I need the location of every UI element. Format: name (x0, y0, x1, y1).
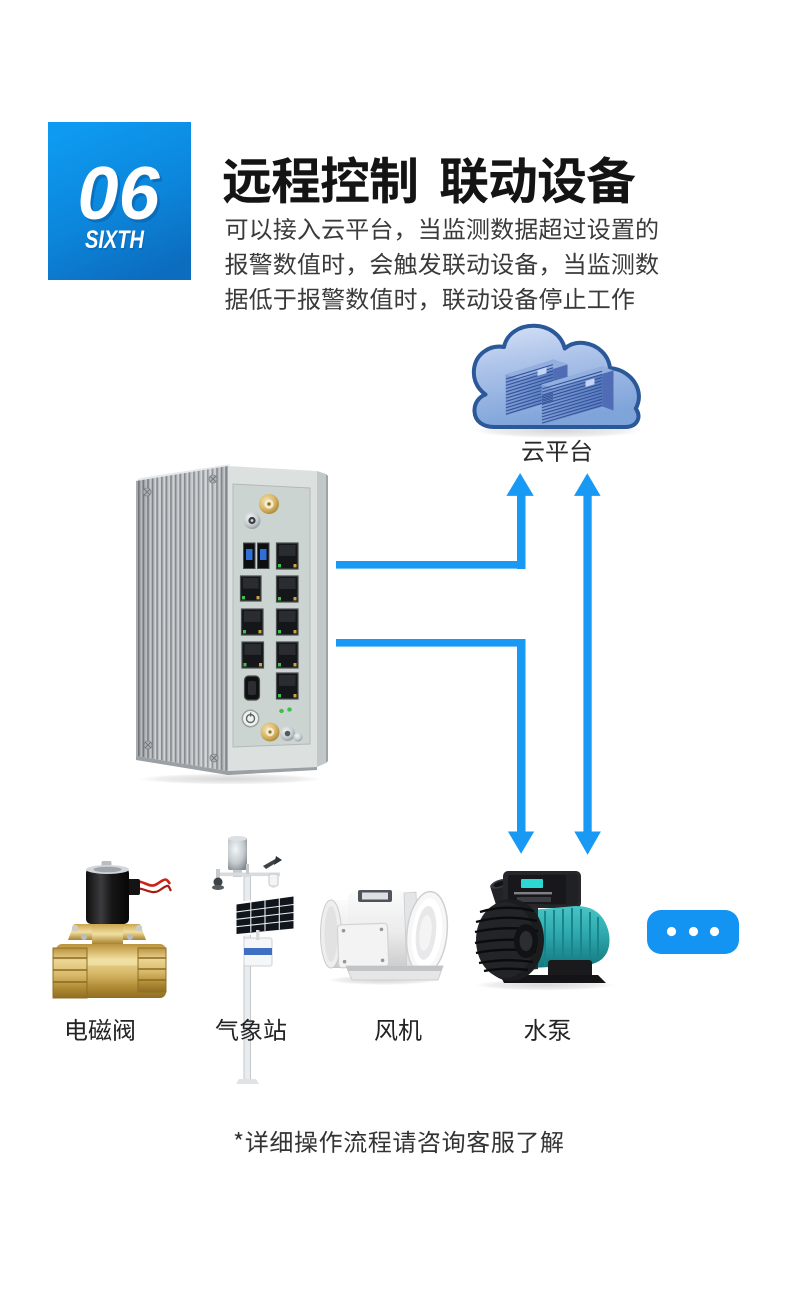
svg-text:SIXTH: SIXTH (85, 226, 145, 254)
svg-text:SIXTH: SIXTH (86, 228, 146, 256)
svg-text:06: 06 (80, 154, 163, 238)
svg-text:06: 06 (78, 151, 161, 235)
